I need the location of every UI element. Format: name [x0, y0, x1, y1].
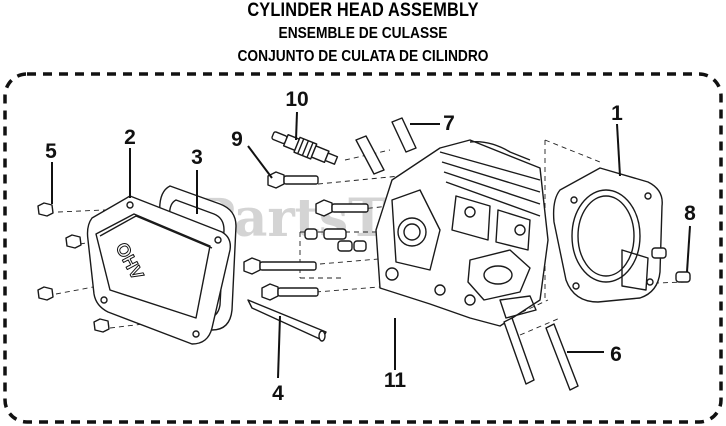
diagram-border [3, 72, 723, 424]
callout-10: 10 [285, 88, 308, 111]
callout-9: 9 [231, 128, 243, 151]
spark-plug-part-10 [271, 131, 339, 165]
callout-5: 5 [45, 140, 57, 163]
title-spanish: CONJUNTO DE CULATA DE CILINDRO [237, 48, 489, 65]
head-gasket-part-1 [552, 167, 663, 303]
callout-8: 8 [684, 202, 696, 225]
stud-part-7 [355, 117, 417, 175]
callout-11: 11 [384, 369, 407, 392]
parts: OHV [37, 117, 691, 391]
cylinder-head-part-11 [375, 139, 549, 327]
callout-4: 4 [272, 382, 284, 405]
breather-tube-part-4 [247, 299, 327, 341]
callout-1: 1 [611, 102, 623, 125]
callout-6: 6 [610, 343, 622, 366]
callout-3: 3 [191, 146, 203, 169]
cover-bolt-part-5 [37, 202, 110, 333]
dowel-part-8 [651, 247, 691, 283]
head-bolt-part-9 [243, 171, 369, 301]
title-french: ENSEMBLE DE CULASSE [278, 25, 448, 42]
callouts: 1 2 3 4 5 6 7 8 9 10 11 [45, 88, 696, 405]
valve-cover-part-2 [86, 195, 232, 345]
dowel-pins [304, 228, 367, 252]
stud-part-6 [503, 317, 579, 391]
callout-2: 2 [124, 126, 136, 149]
leader-lines [51, 111, 691, 379]
title-english: CYLINDER HEAD ASSEMBLY [247, 0, 479, 21]
callout-7: 7 [443, 112, 455, 135]
